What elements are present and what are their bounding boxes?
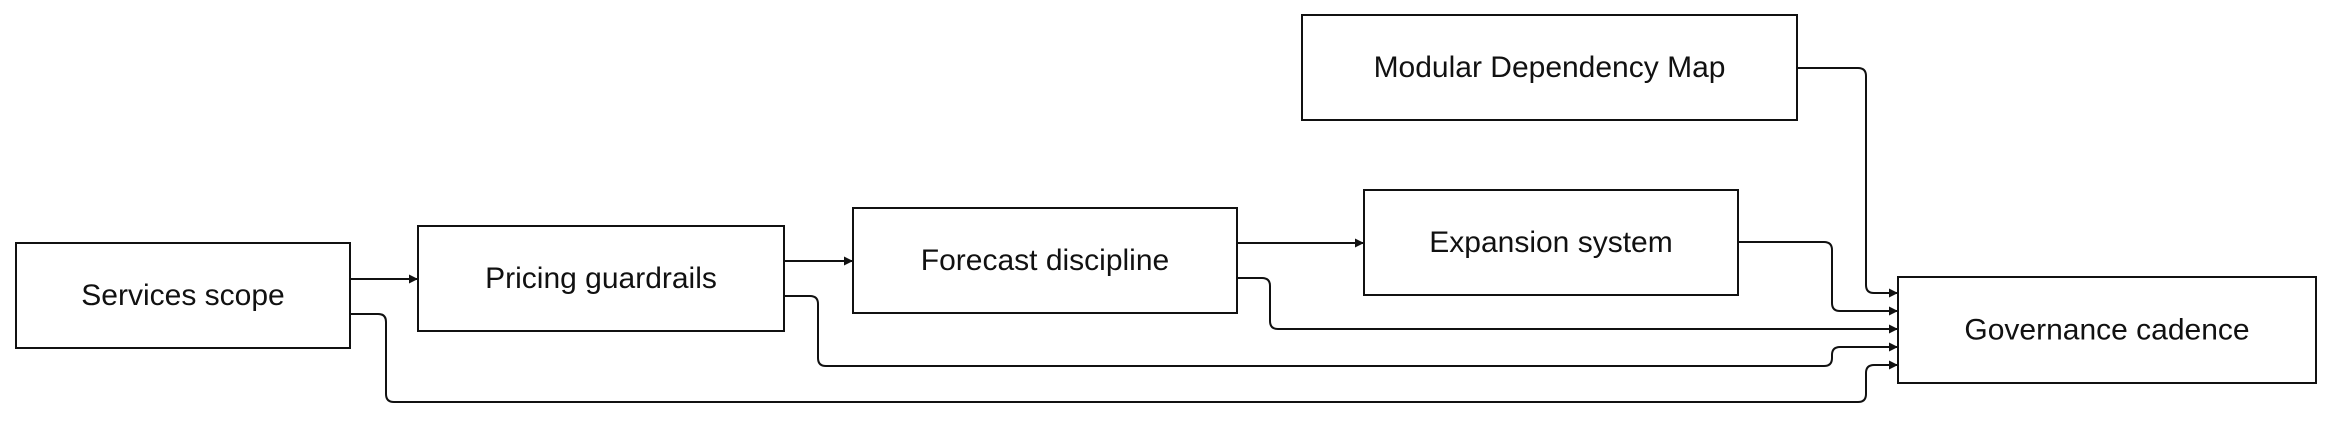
- node-services-scope[interactable]: Services scope: [15, 242, 351, 349]
- node-label: Forecast discipline: [921, 244, 1169, 277]
- node-expansion-system[interactable]: Expansion system: [1363, 189, 1739, 296]
- node-governance-cadence[interactable]: Governance cadence: [1897, 276, 2317, 384]
- edge-modular-to-governance: [1797, 67, 1898, 298]
- node-label: Services scope: [81, 279, 284, 312]
- node-box: [1363, 189, 1739, 296]
- node-box: [1897, 276, 2317, 384]
- node-pricing-guardrails[interactable]: Pricing guardrails: [417, 225, 785, 332]
- node-box: [1301, 14, 1798, 121]
- edge-services-to-governance: [350, 313, 1898, 403]
- node-box: [15, 242, 351, 349]
- node-box: [417, 225, 785, 332]
- edge-forecast-to-governance: [1237, 277, 1898, 334]
- edge-expansion-to-governance: [1738, 241, 1898, 316]
- node-box: [852, 207, 1238, 314]
- node-modular-dependency-map[interactable]: Modular Dependency Map: [1301, 14, 1798, 121]
- node-label: Pricing guardrails: [485, 262, 717, 295]
- node-label: Governance cadence: [1964, 314, 2249, 347]
- node-forecast-discipline[interactable]: Forecast discipline: [852, 207, 1238, 314]
- edge-pricing-to-governance: [784, 295, 1898, 367]
- node-label: Expansion system: [1429, 226, 1672, 259]
- node-label: Modular Dependency Map: [1374, 51, 1726, 84]
- edges: [350, 67, 1898, 403]
